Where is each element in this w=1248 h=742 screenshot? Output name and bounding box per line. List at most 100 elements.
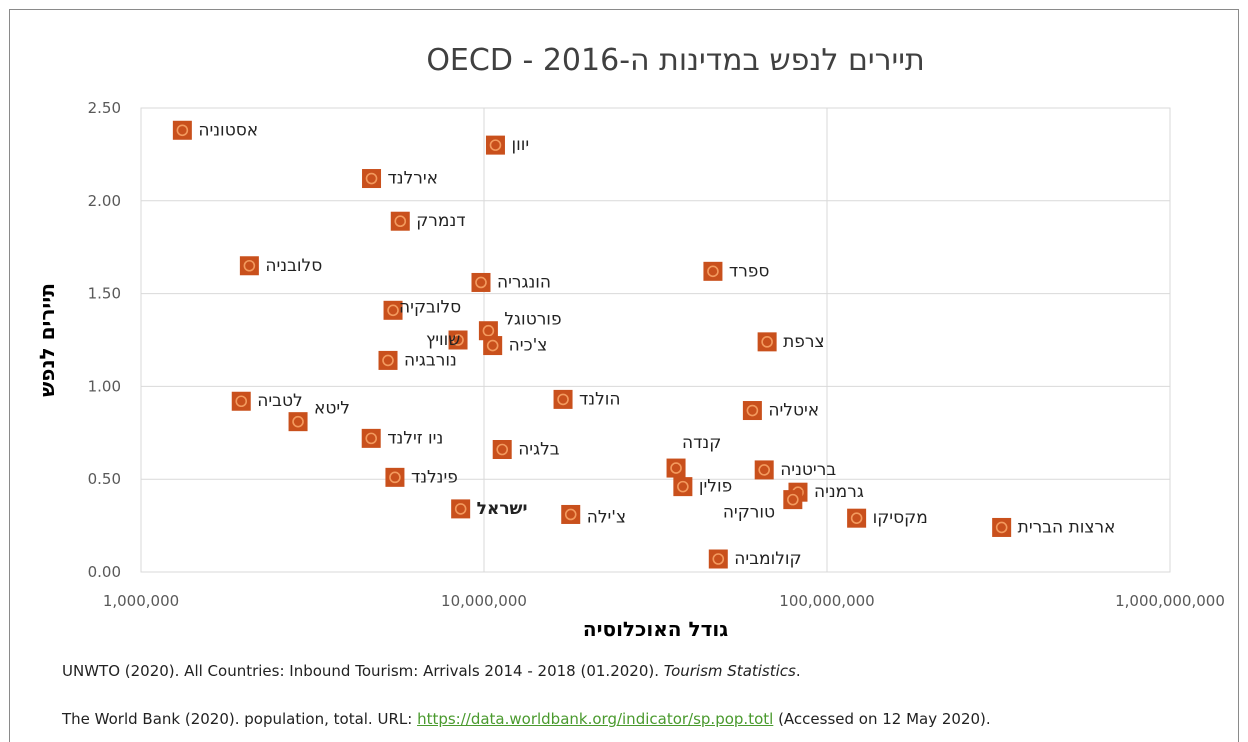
data-point-label: הונגריה [497,272,551,292]
data-point-marker [451,499,471,519]
data-point-label: לטביה [257,391,302,411]
data-point-ring [850,512,863,524]
data-point-ring [557,393,569,406]
data-point-label: קנדה [682,433,721,453]
data-point-ring [482,324,495,337]
data-point-ring [496,443,509,456]
data-point-marker [378,350,398,370]
data-point-label: ליטא [314,399,350,419]
x-tick-label: 1,000,000,000 [1115,592,1225,610]
source-worldbank-end: (Accessed on 12 May 2020). [773,710,991,728]
data-point-ring [176,124,189,137]
data-point-label: הולנד [579,389,621,409]
source-worldbank: The World Bank (2020). population, total… [62,710,991,728]
data-point-label: יוון [511,135,529,155]
data-point-marker [471,272,491,292]
data-point-ring [365,432,378,445]
data-point-label: קולומביה [734,549,801,569]
data-point-ring [564,508,577,521]
data-point-label: טורקיה [723,503,775,523]
data-point-ring [387,304,399,317]
data-point-label: צ'כיה [509,336,548,356]
data-point-marker [561,504,581,524]
data-point-ring [365,172,378,185]
y-tick-label: 0.50 [88,470,121,488]
y-axis-title: תיירים לנפש [35,283,59,397]
data-point-label: ישראל [477,499,528,519]
source-worldbank-link[interactable]: https://data.worldbank.org/indicator/sp.… [417,710,774,728]
x-tick-label: 1,000,000 [103,592,179,610]
data-point-marker [362,169,382,189]
data-point-label: מקסיקו [873,508,928,528]
data-point-ring [454,503,467,515]
data-point-label: אסטוניה [198,120,258,140]
data-point-ring [486,339,499,352]
data-point-marker [708,549,728,569]
data-point-marker [492,440,512,460]
data-point-marker [288,412,308,432]
data-point-label: נורבגיה [404,350,457,370]
data-point-label: צרפת [783,332,824,352]
data-point-label: פולין [699,477,732,497]
data-point-ring [243,259,256,272]
data-point-marker [673,477,693,497]
x-tick-label: 100,000,000 [779,592,874,610]
data-point-marker [757,332,777,352]
source-unwto-end: . [795,662,801,680]
y-tick-label: 0.00 [88,563,121,581]
data-point-marker [231,391,251,411]
scatter-chart: 0.00 0.50 1.00 1.50 2.00 2.50 1,000,000 10,000,… [35,43,1225,641]
data-point-ring [382,354,394,367]
y-tick-label: 1.00 [88,377,121,395]
data-point-ring [746,404,759,417]
data-point-label: ספרד [729,261,770,281]
data-point-ring [670,462,682,474]
data-point-label: סלובניה [265,256,322,276]
data-point-label: פורטוגל [504,310,561,330]
data-point-marker [553,389,573,409]
data-point-ring [758,464,770,476]
data-point-marker [385,467,405,487]
data-point-ring [677,480,689,493]
data-point-marker [390,211,410,231]
y-tick-label: 2.50 [88,99,121,117]
source-worldbank-text: The World Bank (2020). population, total… [62,710,418,728]
data-point-ring [787,493,799,506]
data-point-ring [761,336,773,348]
data-point-marker [483,336,503,356]
chart-title: תיירים לנפש במדינות ה-OECD - 2016 [426,43,924,78]
data-point-ring [489,139,502,151]
data-point-label: בלגיה [518,440,560,460]
data-point-label: אירלנד [388,169,439,189]
data-point-marker [383,300,403,320]
x-tick-label: 10,000,000 [441,592,527,610]
y-tick-label: 2.00 [88,192,121,210]
x-axis-title: גודל האוכלוסיה [583,617,728,641]
data-point-ring [292,415,304,428]
data-point-label: שוויץ [426,330,460,350]
data-point-label: גרמניה [814,482,864,502]
data-point-marker [703,261,723,281]
data-point-ring [235,395,248,408]
plot-area [140,107,1171,573]
source-unwto-publication: Tourism Statistics [663,662,796,680]
data-point-label: ניו זילנד [387,428,443,448]
source-unwto: UNWTO (2020). All Countries: Inbound Tou… [62,662,801,680]
data-point-marker [742,401,762,421]
data-point-marker [783,490,803,510]
data-point-marker [239,256,259,276]
chart-frame: 0.00 0.50 1.00 1.50 2.00 2.50 1,000,000 10,000,… [9,9,1239,742]
data-point-ring [389,471,401,484]
data-point-ring [394,215,407,228]
data-point-marker [448,330,468,350]
data-point-marker [666,458,686,478]
data-point-marker [485,135,505,155]
data-point-marker [847,508,867,528]
y-tick-label: 1.50 [88,285,121,303]
data-point-marker [754,460,774,480]
data-point-label: סלובקיה [399,297,461,317]
data-point-label: דנמרק [416,211,465,231]
data-point-marker [172,120,192,140]
data-point-marker [992,517,1012,537]
data-point-ring [707,265,719,278]
